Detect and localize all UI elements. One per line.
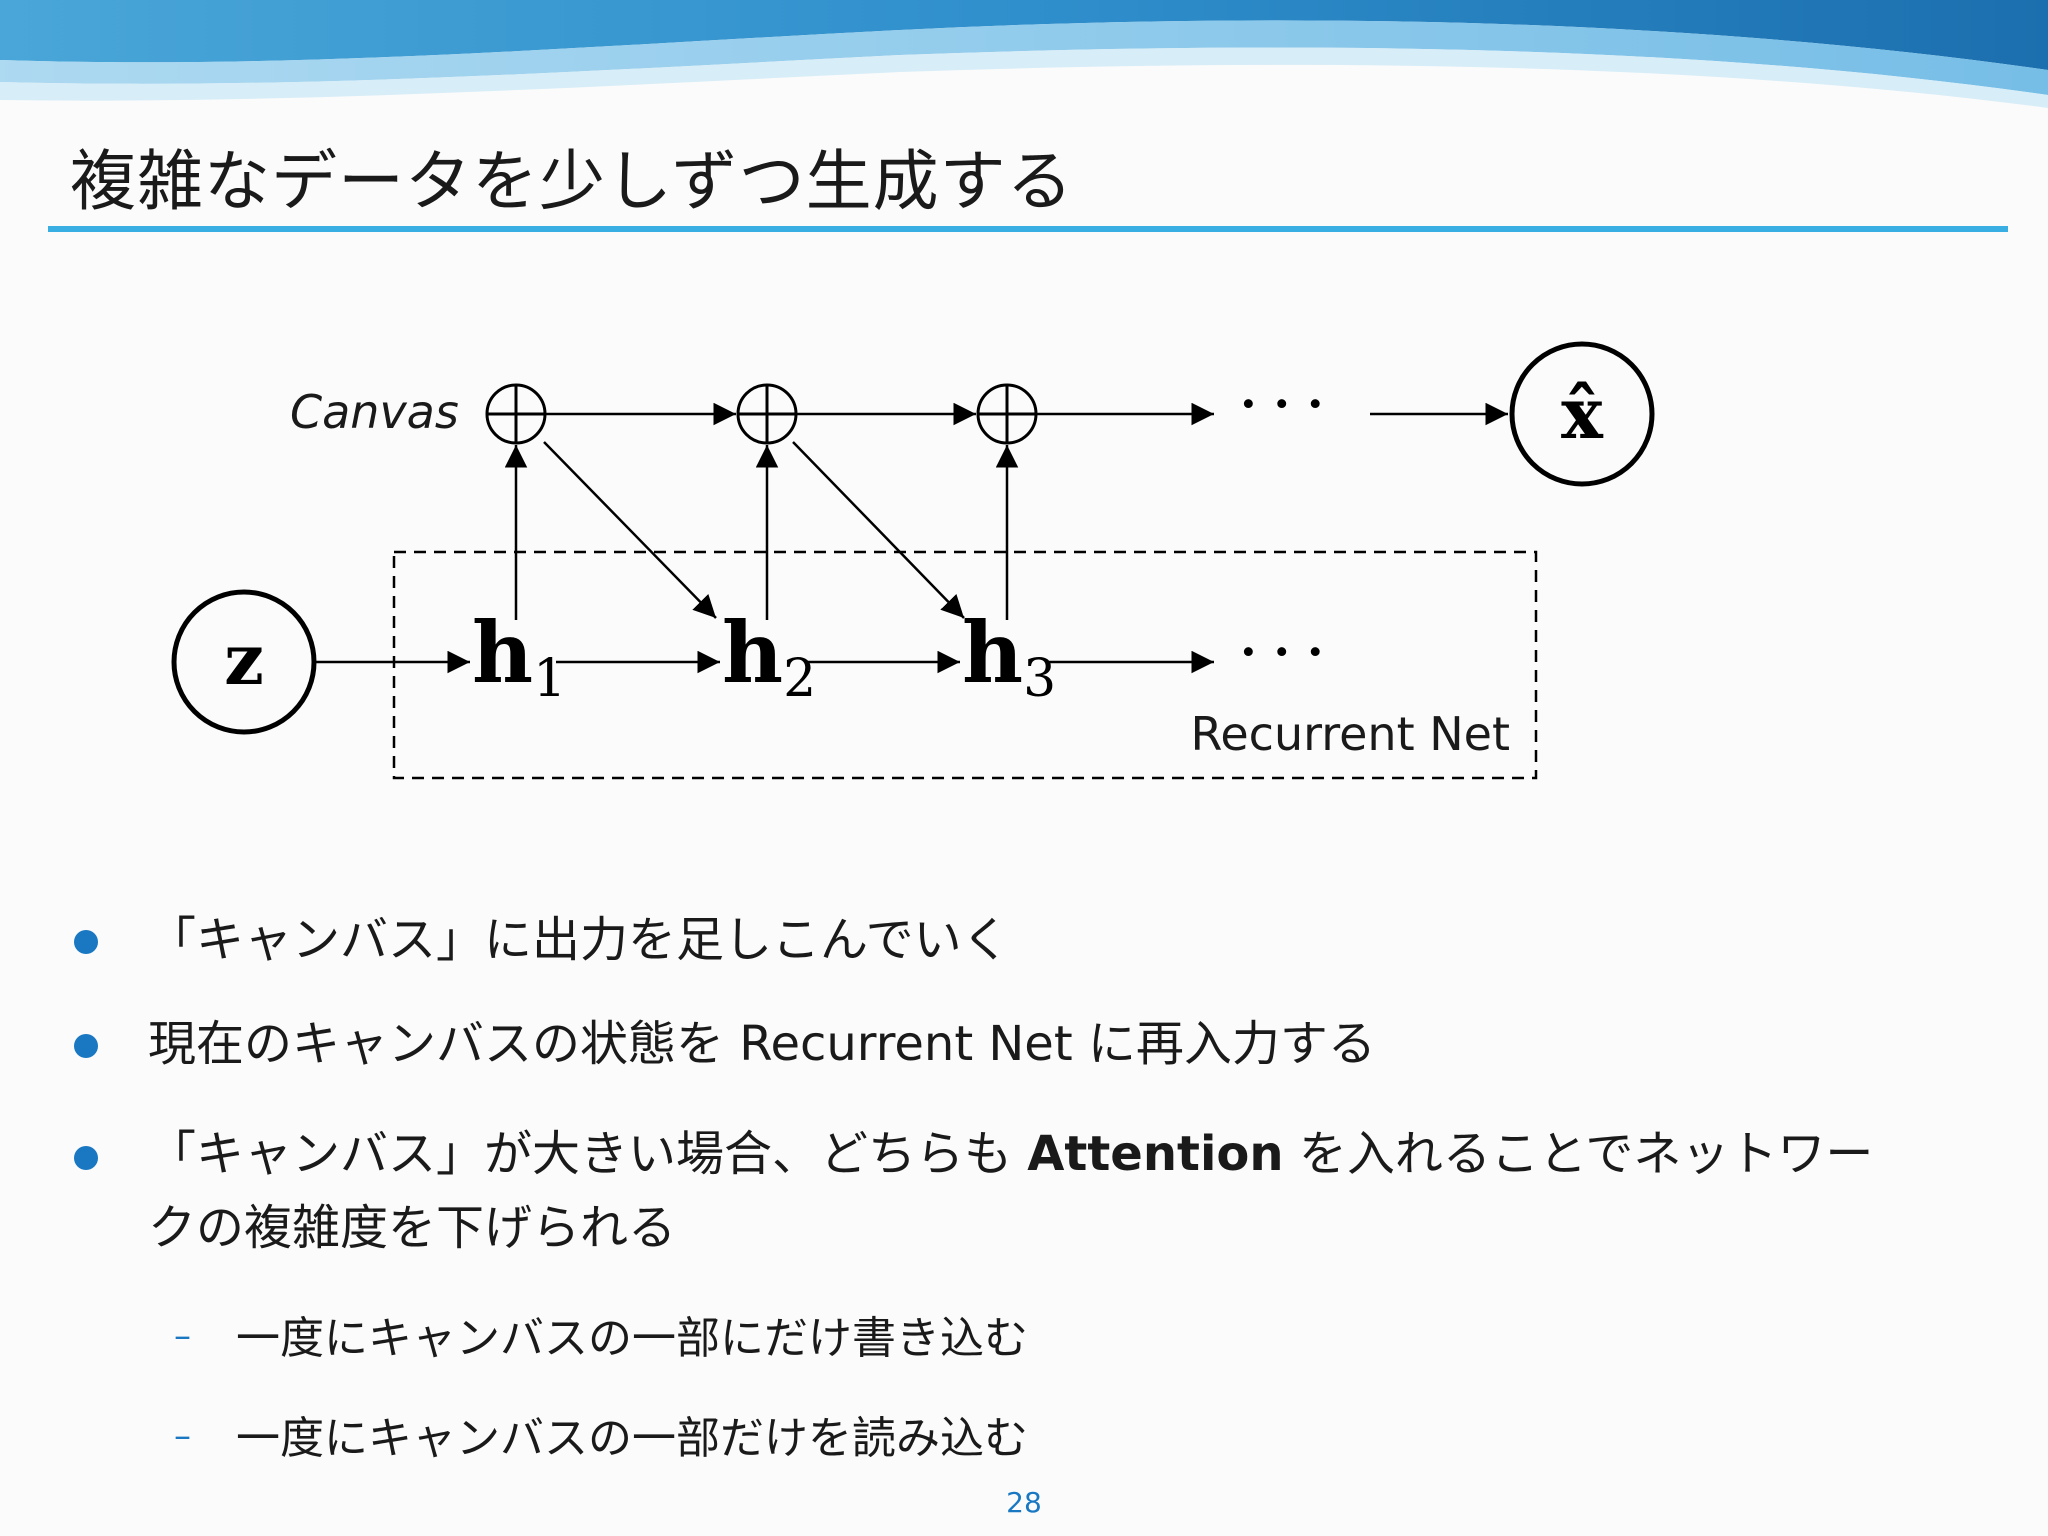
title-divider [48, 226, 2008, 232]
adder-3 [976, 383, 1038, 445]
hidden-node-3: h3 [962, 603, 1056, 709]
recurrent-net-box [392, 550, 1538, 780]
hidden-node-3-base: h [962, 603, 1023, 702]
sub-bullet-text-2: 一度にキャンバスの一部だけを読み込む [236, 1413, 1028, 1464]
hidden-node-2-base: h [722, 603, 783, 702]
sub-bullet-dash-2: – [174, 1416, 191, 1456]
input-node: z [171, 589, 317, 735]
header-wave-decoration [0, 0, 2048, 108]
canvas-ellipsis: · · · [1240, 376, 1324, 432]
adder-2 [736, 383, 798, 445]
bullet-text-2: 現在のキャンバスの状態を Recurrent Net に再入力する [148, 1016, 1376, 1072]
read-arrow-2 [792, 441, 965, 619]
hidden-node-2: h2 [722, 603, 816, 709]
sub-bullet-dash-1: – [174, 1316, 191, 1356]
slide-title: 複雑なデータを少しずつ生成する [70, 143, 1074, 220]
rnn-ellipsis: · · · [1240, 624, 1324, 680]
bullet-3-attention-bold: Attention [1027, 1126, 1284, 1182]
sub-bullet-text-1: 一度にキャンバスの一部にだけ書き込む [236, 1313, 1028, 1364]
draw-network-diagram: Canvas · · · x̂ Recurrent N [171, 341, 1655, 780]
input-node-label: z [224, 618, 264, 701]
bullet-dot-2 [74, 1034, 98, 1058]
bullet-3-text-after: を入れることでネットワー [1283, 1126, 1874, 1182]
hidden-node-1: h1 [472, 603, 566, 709]
hidden-node-1-sub: 1 [533, 649, 566, 709]
svg-text:h1: h1 [472, 603, 566, 709]
canvas-label: Canvas [290, 385, 459, 439]
hidden-node-3-sub: 3 [1023, 649, 1056, 709]
bullet-dot-1 [74, 930, 98, 954]
bullet-text-1: 「キャンバス」に出力を足しこんでいく [148, 912, 1010, 968]
adder-1 [485, 383, 547, 445]
output-node: x̂ [1509, 341, 1655, 487]
svg-text:h2: h2 [722, 603, 816, 709]
read-arrow-1 [543, 441, 717, 619]
hidden-node-1-base: h [472, 603, 533, 702]
svg-text:h3: h3 [962, 603, 1056, 709]
output-node-label: x̂ [1561, 372, 1604, 455]
bullet-3-text-before: 「キャンバス」が大きい場合、どちらも [148, 1126, 1028, 1182]
bullet-text-3-continuation: クの複雑度を下げられる [148, 1200, 677, 1256]
hidden-node-2-sub: 2 [783, 649, 816, 709]
bullet-text-3: 「キャンバス」が大きい場合、どちらも Attention を入れることでネットワ… [148, 1116, 1873, 1192]
page-number: 28 [1006, 1486, 1042, 1519]
recurrent-net-label: Recurrent Net [1190, 707, 1510, 761]
bullet-dot-3 [74, 1146, 98, 1170]
